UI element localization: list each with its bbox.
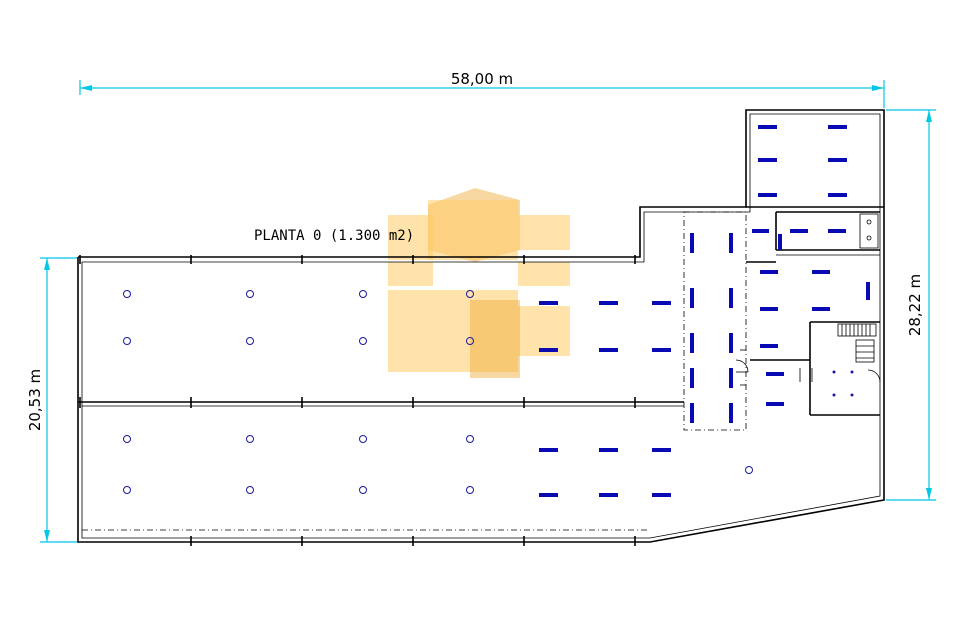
dimension-right: 28,22 m	[886, 109, 936, 501]
right-height-label: 28,22 m	[906, 274, 924, 336]
plan-title: PLANTA 0 (1.300 m2)	[254, 228, 414, 244]
dimension-top: 58,00 m	[79, 70, 885, 108]
ceiling-lamps	[123, 290, 753, 494]
total-width-label: 58,00 m	[451, 70, 513, 88]
light-strips	[539, 125, 870, 497]
watermark-logo	[388, 188, 570, 378]
building-walls	[77, 109, 885, 546]
left-height-label: 20,53 m	[26, 369, 44, 431]
dimension-left: 20,53 m	[26, 257, 78, 543]
